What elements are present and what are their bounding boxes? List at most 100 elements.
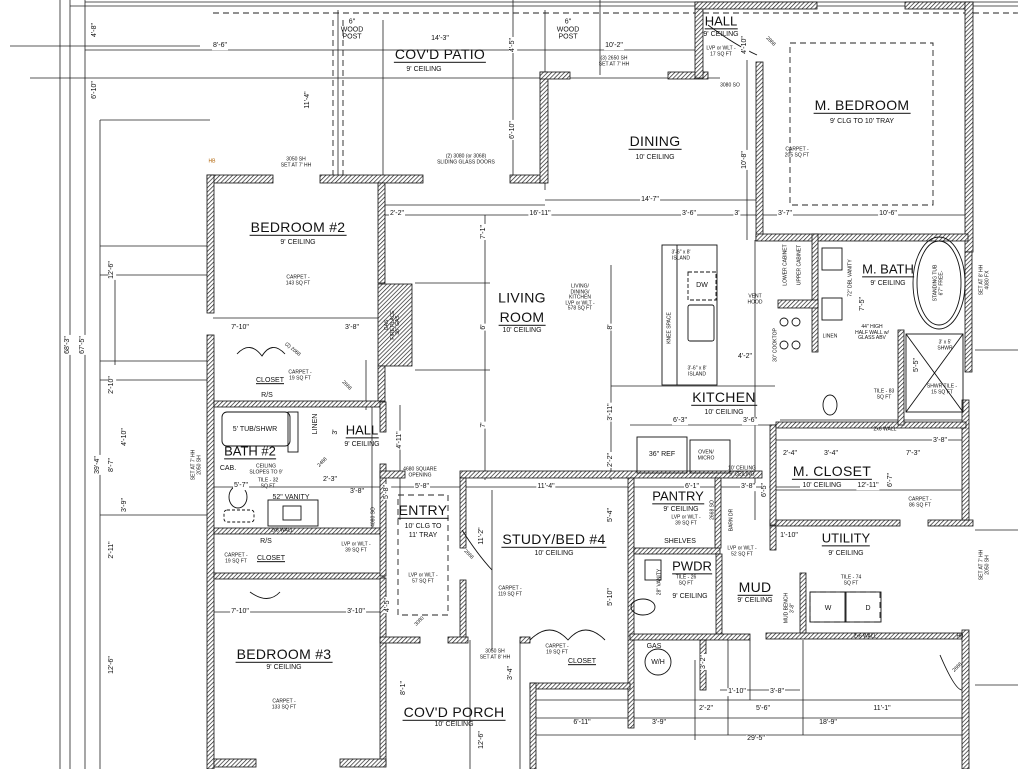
dimension: 6'-10" — [509, 120, 517, 140]
label-line: OPENING — [408, 472, 432, 478]
shelves-label: SHELVES — [664, 538, 696, 546]
dimension: 12'-6" — [108, 260, 116, 280]
dimension: 2'-2" — [607, 452, 615, 468]
dimension: 5'-8" — [414, 483, 430, 491]
floor-label: CARPET - 143 SQ FT — [285, 274, 311, 286]
ceiling-label: 9' CEILING — [266, 664, 302, 672]
dimension: 12'-6" — [108, 655, 116, 675]
upper-cabinet-label: UPPER CABINET — [796, 244, 803, 286]
label-line: 6'7" FREE- — [938, 270, 944, 296]
label-line: OVEN/ — [698, 449, 714, 456]
label-line: 44" HIGH — [861, 323, 883, 330]
floor-line: DINING/ — [570, 288, 590, 295]
dimension: 18'-9" — [818, 719, 838, 727]
dimension: 3'-4" — [507, 665, 515, 681]
dimension: 3'-6" — [681, 210, 697, 218]
dimension: 2'-2" — [698, 705, 714, 713]
label-line: 2050 SH — [984, 555, 990, 575]
dimension: 39'-4" — [94, 455, 102, 475]
label-line: 3' x 5' — [938, 339, 952, 346]
floor-label: CARPET - 205 SQ FT — [784, 146, 810, 158]
floor-label: TILE - 74 SQ FT — [840, 574, 862, 586]
dimension: 8'-7" — [108, 457, 116, 473]
hose-bib-label: HB — [208, 158, 216, 165]
ceiling-label: 10' CLG TO — [404, 523, 442, 531]
room-name: BEDROOM #2 — [249, 218, 347, 237]
room-name: COV'D PORCH — [402, 703, 506, 722]
dashed-lines — [213, 12, 1018, 623]
ceiling-label: 9' CEILING — [703, 31, 739, 39]
label-line: 3'-6" x 8' — [687, 365, 707, 372]
dimension: 3'-9" — [651, 719, 667, 727]
floor-label: CARPET - 119 SQ FT — [497, 585, 523, 597]
label-line: 6" — [564, 18, 572, 26]
floor-label: LVP or WLT - 39 SQ FT — [671, 514, 701, 526]
dimension: 2'-2" — [389, 210, 405, 218]
ceiling-label: CEILING SLOPES TO 9' — [249, 463, 283, 475]
floor-label: LVP or WLT - 17 SQ FT — [706, 45, 736, 57]
label-line: 3'-6" x 8' — [671, 249, 691, 256]
island-label-top: 3'-6" x 8'ISLAND — [671, 249, 691, 262]
dimension: 5'-8" — [383, 484, 391, 500]
island-label-bottom: 3'-6" x 8'ISLAND — [687, 365, 707, 378]
ceiling-label: 10' CEILING — [635, 154, 675, 162]
label-line: 3'-8" — [789, 603, 795, 613]
tub-shower-label: 5' TUB/SHWR — [232, 426, 278, 434]
room-name: BEDROOM #3 — [235, 645, 333, 664]
dimension: 4'-11" — [396, 430, 404, 450]
dimension: 2'-10" — [108, 375, 116, 395]
floor-line: 578 SQ FT — [567, 305, 593, 312]
ceiling-label: 9' CEILING — [280, 239, 316, 247]
dimension: 11'-1" — [872, 705, 892, 713]
hose-bib-label: HB — [956, 633, 964, 640]
ceiling-label: 9' CEILING — [672, 593, 708, 601]
label-line: POST — [342, 33, 362, 41]
dimension: 14'-3" — [430, 35, 450, 43]
label-line: GLASS ABV — [858, 334, 886, 341]
ceiling-label: 10' CEILING — [802, 482, 842, 490]
rod-shelf-label: R/S — [260, 538, 272, 546]
floor-label: LVP or WLT - 39 SQ FT — [341, 541, 371, 553]
dryer-label: D — [865, 605, 871, 613]
dimension: 8'-1" — [400, 680, 408, 696]
dimension: 3'-8" — [932, 437, 948, 445]
ceiling-label: 10' CEILING — [502, 327, 542, 335]
label-line: WOOD — [556, 26, 580, 34]
dimension: 5'-7" — [233, 482, 249, 490]
floor-label: TILE - 26 SQ FT — [675, 574, 697, 586]
oven-micro-label: OVEN/MICRO — [698, 449, 715, 462]
dimension: 2'-11" — [108, 540, 116, 560]
floor-line: LIVING/ — [571, 283, 589, 290]
floor-line: LVP or WLT - — [565, 299, 595, 306]
dimension: 2'-3" — [322, 476, 338, 484]
label-line: 9' CEILING — [729, 471, 755, 477]
room-name: STUDY/BED #4 — [501, 530, 607, 549]
label-line: 36" GAS — [394, 315, 401, 335]
linen-label: LINEN — [312, 413, 320, 435]
label-line: POST — [558, 33, 578, 41]
wall-2x6-label: 2x6 WALL — [270, 527, 294, 534]
dimension: 29'-5" — [746, 735, 766, 743]
dimension: 4'-5" — [384, 597, 392, 613]
dimension: 12'-11" — [856, 482, 880, 490]
dimension: 16'-11" — [528, 210, 552, 218]
dimension: 12'-6" — [478, 730, 486, 750]
dimension: 7'-10" — [230, 324, 250, 332]
knee-space-label: KNEE SPACE — [666, 312, 673, 344]
room-name: CLOSET — [567, 658, 597, 666]
washer-label: W — [824, 605, 832, 613]
ceiling-label: 9' CEILING — [406, 66, 442, 74]
dimension: 11'-4" — [536, 483, 556, 491]
label-line: (2) 3080 (or 3068) — [445, 153, 487, 160]
room-name: LIVING — [498, 289, 546, 306]
room-name: UTILITY — [821, 530, 871, 547]
label-line: VENT — [748, 293, 762, 300]
